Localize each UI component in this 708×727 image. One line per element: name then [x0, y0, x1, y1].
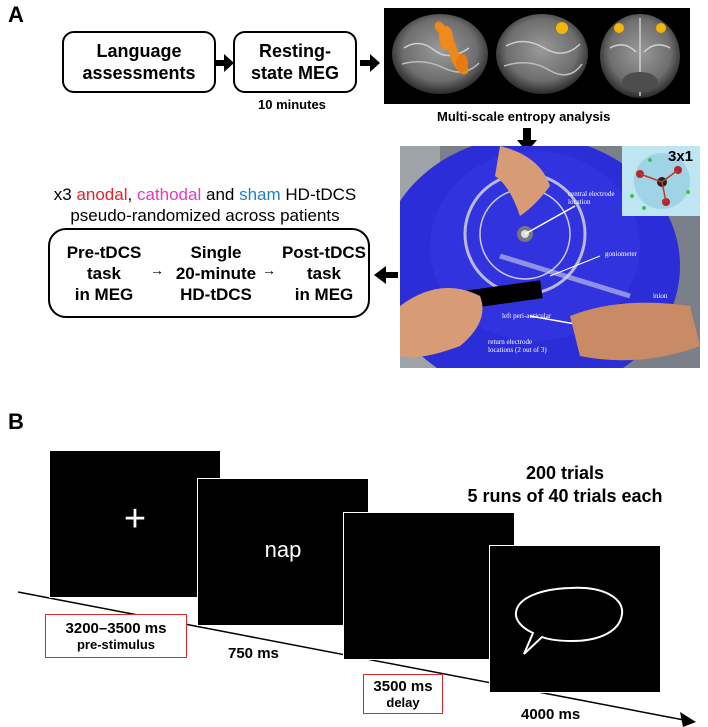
response-screen [489, 545, 661, 693]
analysis-label: Multi-scale entropy analysis [437, 109, 611, 124]
hd-tdcs-photo: 3x1 central electrode location goniomete… [400, 146, 700, 368]
stimulus-timing: 750 ms [228, 645, 279, 662]
prestimulus-timing: 3200–3500 ms pre-stimulus [45, 614, 187, 658]
condition-line-2: pseudo-randomized across patients [70, 206, 340, 225]
stimulus-screen: nap [197, 478, 369, 626]
condition-suffix: HD-tDCS [285, 185, 357, 204]
arrow-2-icon [360, 54, 380, 72]
and-label: and [205, 185, 235, 204]
stimulus-word: nap [264, 537, 302, 562]
goniometer-label: goniometer [605, 250, 637, 258]
delay-value: 3500 ms [373, 678, 433, 695]
stage-pre-tdcs: Pre-tDCS task in MEG [66, 243, 142, 304]
response-timing: 4000 ms [521, 706, 581, 723]
panel-b-letter: B [8, 409, 24, 434]
brain-mri-icon [392, 14, 680, 98]
condition-prefix: x3 [53, 185, 72, 204]
stages-box [48, 228, 370, 318]
trials-line-2: 5 runs of 40 trials each [467, 486, 663, 506]
anodal-label: anodal [76, 185, 128, 204]
speech-bubble-icon [514, 586, 624, 655]
delay-screen [343, 512, 515, 660]
central-electrode-label: central electrode location [568, 190, 615, 206]
resting-state-meg-box: Resting- state MEG [233, 31, 357, 93]
delay-timing: 3500 ms delay [363, 674, 443, 714]
trials-line-1: 200 trials [525, 463, 605, 483]
arrow-1-icon [214, 54, 234, 72]
stage-arrow-1-icon: → [150, 262, 164, 278]
sham-label: sham [239, 185, 281, 204]
inion-label: inion [653, 292, 668, 300]
duration-label: 10 minutes [258, 97, 326, 112]
arrow-left-icon [374, 266, 398, 284]
left-peri-label: left peri-auricular [502, 312, 552, 320]
prestimulus-sub: pre-stimulus [76, 637, 155, 652]
stage-hd-tdcs: Single 20-minute HD-tDCS [175, 243, 257, 304]
montage-label: 3x1 [668, 148, 694, 165]
cathodal-label: cathodal [136, 185, 202, 204]
condition-line: x3 anodal, cathodal and sham HD-tDCS [53, 185, 357, 204]
stage-post-tdcs: Post-tDCS task in MEG [281, 243, 367, 304]
cap-photo-icon [400, 146, 700, 368]
prestimulus-value: 3200–3500 ms [65, 620, 167, 637]
delay-sub: delay [386, 695, 420, 710]
return-electrode-label: return electrode locations (2 out of 3) [488, 338, 547, 354]
brain-images [384, 8, 690, 104]
fixation-cross: + [123, 498, 147, 540]
stage-arrow-2-icon: → [262, 262, 276, 278]
fixation-screen: + [49, 450, 221, 598]
panel-a-letter: A [8, 2, 24, 27]
